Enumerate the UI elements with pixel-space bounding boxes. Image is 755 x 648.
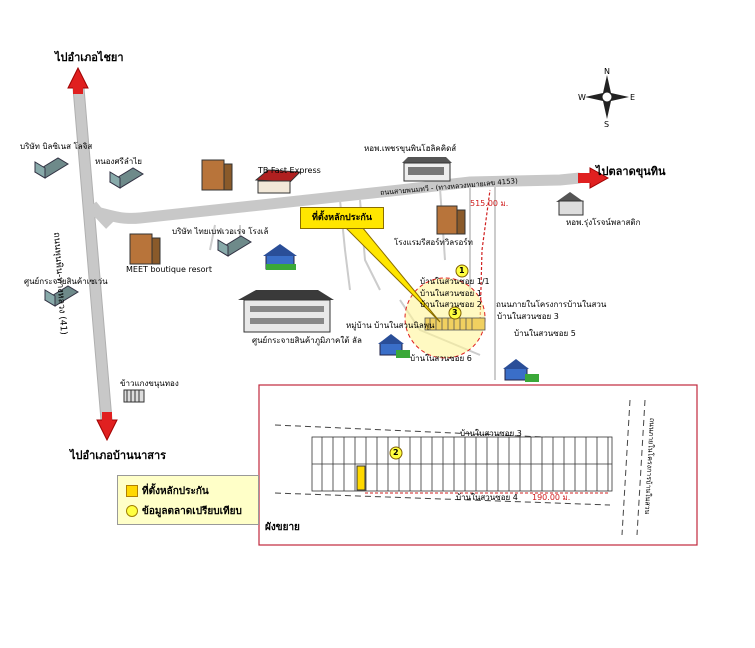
label-inner-road: ถนนภายในโครงการบ้านในสวน: [496, 300, 607, 309]
label-thaiber: บริษัท ไทยเบฟเวอเรจ โรงเล้: [172, 227, 269, 236]
label-nice-resort: โรงแรมรีสอร์ทวิลรอร์ท: [394, 238, 473, 247]
label-meet-resort: MEET boutique resort: [126, 265, 212, 274]
label-distance-515: 515.00 ม.: [470, 199, 509, 208]
label-village: หมู่บ้าน บ้านในสวนนิลพุน: [346, 321, 435, 330]
vertical-highway: [72, 87, 113, 421]
label-soi-6: บ้านในสวนซอย 6: [410, 354, 472, 363]
marker-2: [389, 446, 403, 460]
label-soi-1-1: บ้านในสวนซอย 1/1: [420, 277, 490, 286]
collateral-callout: ที่ตั้งหลักประกัน: [300, 207, 384, 229]
marker-3: [448, 306, 462, 320]
building-icon: [129, 159, 466, 265]
main-road: [86, 172, 581, 229]
label-soi-3: บ้านในสวนซอย 3: [497, 312, 559, 321]
compass-w: W: [578, 93, 586, 102]
compass-n: N: [604, 67, 610, 76]
map-legend: ที่ตั้งหลักประกัน ข้อมูลตลาดเปรียบเทียบ: [117, 475, 259, 525]
inset-soi-3: บ้านในสวนซอย 3: [460, 429, 522, 438]
legend-circle-icon: [126, 505, 138, 517]
distribution-center-icon: [238, 290, 334, 333]
legend-square-icon: [126, 485, 138, 497]
house-icon: [254, 169, 302, 194]
house-icon-right: [556, 192, 584, 216]
compass-icon: [585, 75, 629, 119]
label-marker-3: 3: [452, 308, 458, 317]
label-to-talad: ไปตลาดขุนทิน: [596, 165, 666, 178]
collateral-plot: [356, 465, 366, 491]
label-product-center: ศูนย์กระจายสินค้าเซเว่น: [24, 277, 108, 286]
compass-e: E: [630, 93, 636, 102]
arrow-south: [96, 412, 118, 442]
inset-soi-4: บ้านในสวนซอย 4: [456, 493, 518, 502]
arrow-north: [67, 66, 89, 94]
label-tb-express: TB Fast Express: [258, 166, 321, 175]
label-rice-mill: ข้าวแกงขนุนทอง: [120, 379, 179, 388]
label-rung-ron: หอพ.รุ่งโรจน์พลาสติก: [566, 218, 641, 227]
arrow-east: [578, 167, 610, 189]
legend-collateral-label: ที่ตั้งหลักประกัน: [142, 486, 209, 497]
compass-s: S: [604, 120, 610, 129]
rice-mill-icon: [123, 389, 145, 403]
village-house-icon: [263, 244, 539, 382]
warehouse-icon: [34, 157, 252, 307]
label-soi-5: บ้านในสวนซอย 5: [514, 329, 576, 338]
inset-plot-dividers: [312, 437, 612, 491]
inset-marker-2-label: 2: [393, 448, 399, 457]
label-marker-1: 1: [459, 266, 465, 275]
legend-collateral: ที่ตั้งหลักประกัน: [126, 484, 209, 499]
inset-title: ผังขยาย: [265, 522, 300, 533]
inset-distance: 190.00 ม.: [532, 493, 571, 502]
label-dorm-phet: หอพ.เพชรขุนพินโฮลิคคิดส์: [364, 144, 457, 153]
label-nong-sri: หนองศรีลำไย: [95, 157, 142, 166]
legend-comparison-label: ข้อมูลตลาดเปรียบเทียบ: [142, 506, 242, 517]
label-south-center: ศูนย์กระจายสินค้าภูมิภาคใต้ ลัล: [252, 336, 362, 345]
label-to-chaiya: ไปอำเภอไชยา: [55, 51, 124, 64]
label-to-bannasan: ไปอำเภอบ้านนาสาร: [70, 449, 167, 462]
shop-icon: [402, 157, 452, 182]
label-soi-2: บ้านในสวนซอย 2: [420, 300, 482, 309]
label-bilsinet: บริษัท บิลซิเนส โลจิส: [20, 142, 93, 151]
marker-1: [455, 264, 469, 278]
inset-roads: [274, 399, 646, 536]
label-soi-1: บ้านในสวนซอย 1: [420, 289, 482, 298]
village-rows: [424, 317, 486, 331]
legend-comparison: ข้อมูลตลาดเปรียบเทียบ: [126, 504, 242, 519]
